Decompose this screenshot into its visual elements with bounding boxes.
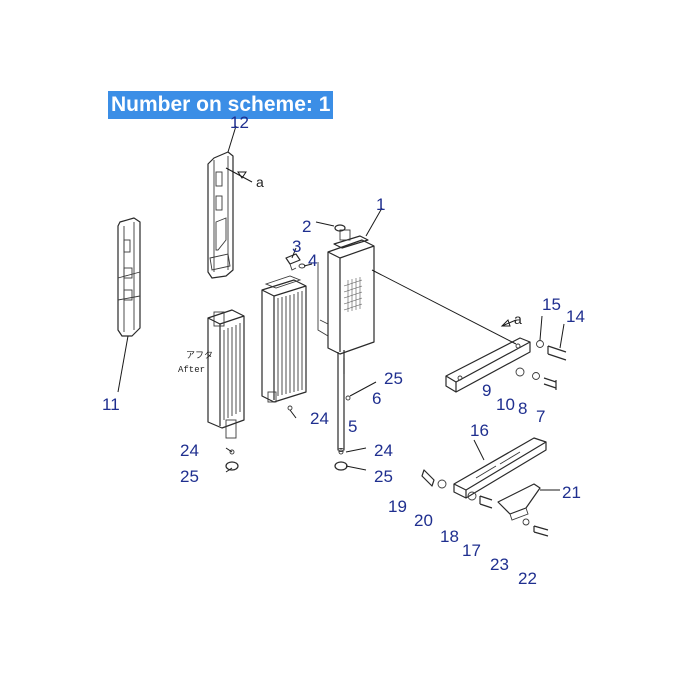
callout-9: 9 [482,381,491,400]
support-bar [371,269,531,393]
callout-7: 7 [536,407,545,426]
callout-3: 3 [292,237,301,256]
callout-25-upper: 25 [384,369,403,388]
callout-18: 18 [440,527,459,546]
ref-a-top: a [256,174,264,190]
part-5-pipe [337,350,345,452]
callout-24-left: 24 [180,441,199,460]
reference-arrows: a a [225,167,522,327]
bolts-lower [421,469,549,537]
callout-leaders [117,125,565,491]
after-label-jp: アフタ [186,350,213,361]
part-12-bracket [207,151,234,279]
callout-11: 11 [102,395,120,414]
callout-14: 14 [566,307,585,326]
callout-21: 21 [562,483,581,502]
after-label-en: After [178,365,205,375]
callout-20: 20 [414,511,433,530]
aftercooler-radiator: アフタ After [178,309,245,439]
callout-5: 5 [348,417,357,436]
bolts-upper-right [515,340,567,390]
callout-1: 1 [376,195,385,214]
small-fittings [225,395,351,471]
ref-a-right: a [514,311,522,327]
callout-23: 23 [490,555,509,574]
callout-17: 17 [462,541,481,560]
callout-12: 12 [230,113,249,132]
radiator-core [261,275,307,411]
callout-2: 2 [302,217,311,236]
callout-24-center: 24 [310,409,329,428]
callout-24-right: 24 [374,441,393,460]
scheme-number-banner: Number on scheme: 1 [108,91,334,119]
callout-25-left: 25 [180,467,199,486]
callout-10: 10 [496,395,515,414]
callout-22: 22 [518,569,537,588]
part-1-cooler-housing [317,229,375,355]
callout-numbers: 1 2 3 4 5 6 7 8 9 10 11 12 14 15 16 17 1… [102,113,585,588]
part-16-bracket [453,437,547,499]
part-11-bracket [117,217,141,337]
callout-4: 4 [308,251,317,270]
callout-15: 15 [542,295,561,314]
callout-19: 19 [388,497,407,516]
callout-25-right: 25 [374,467,393,486]
callout-6: 6 [372,389,381,408]
callout-16: 16 [470,421,489,440]
callout-8: 8 [518,399,527,418]
part-21-bracket [497,483,541,521]
